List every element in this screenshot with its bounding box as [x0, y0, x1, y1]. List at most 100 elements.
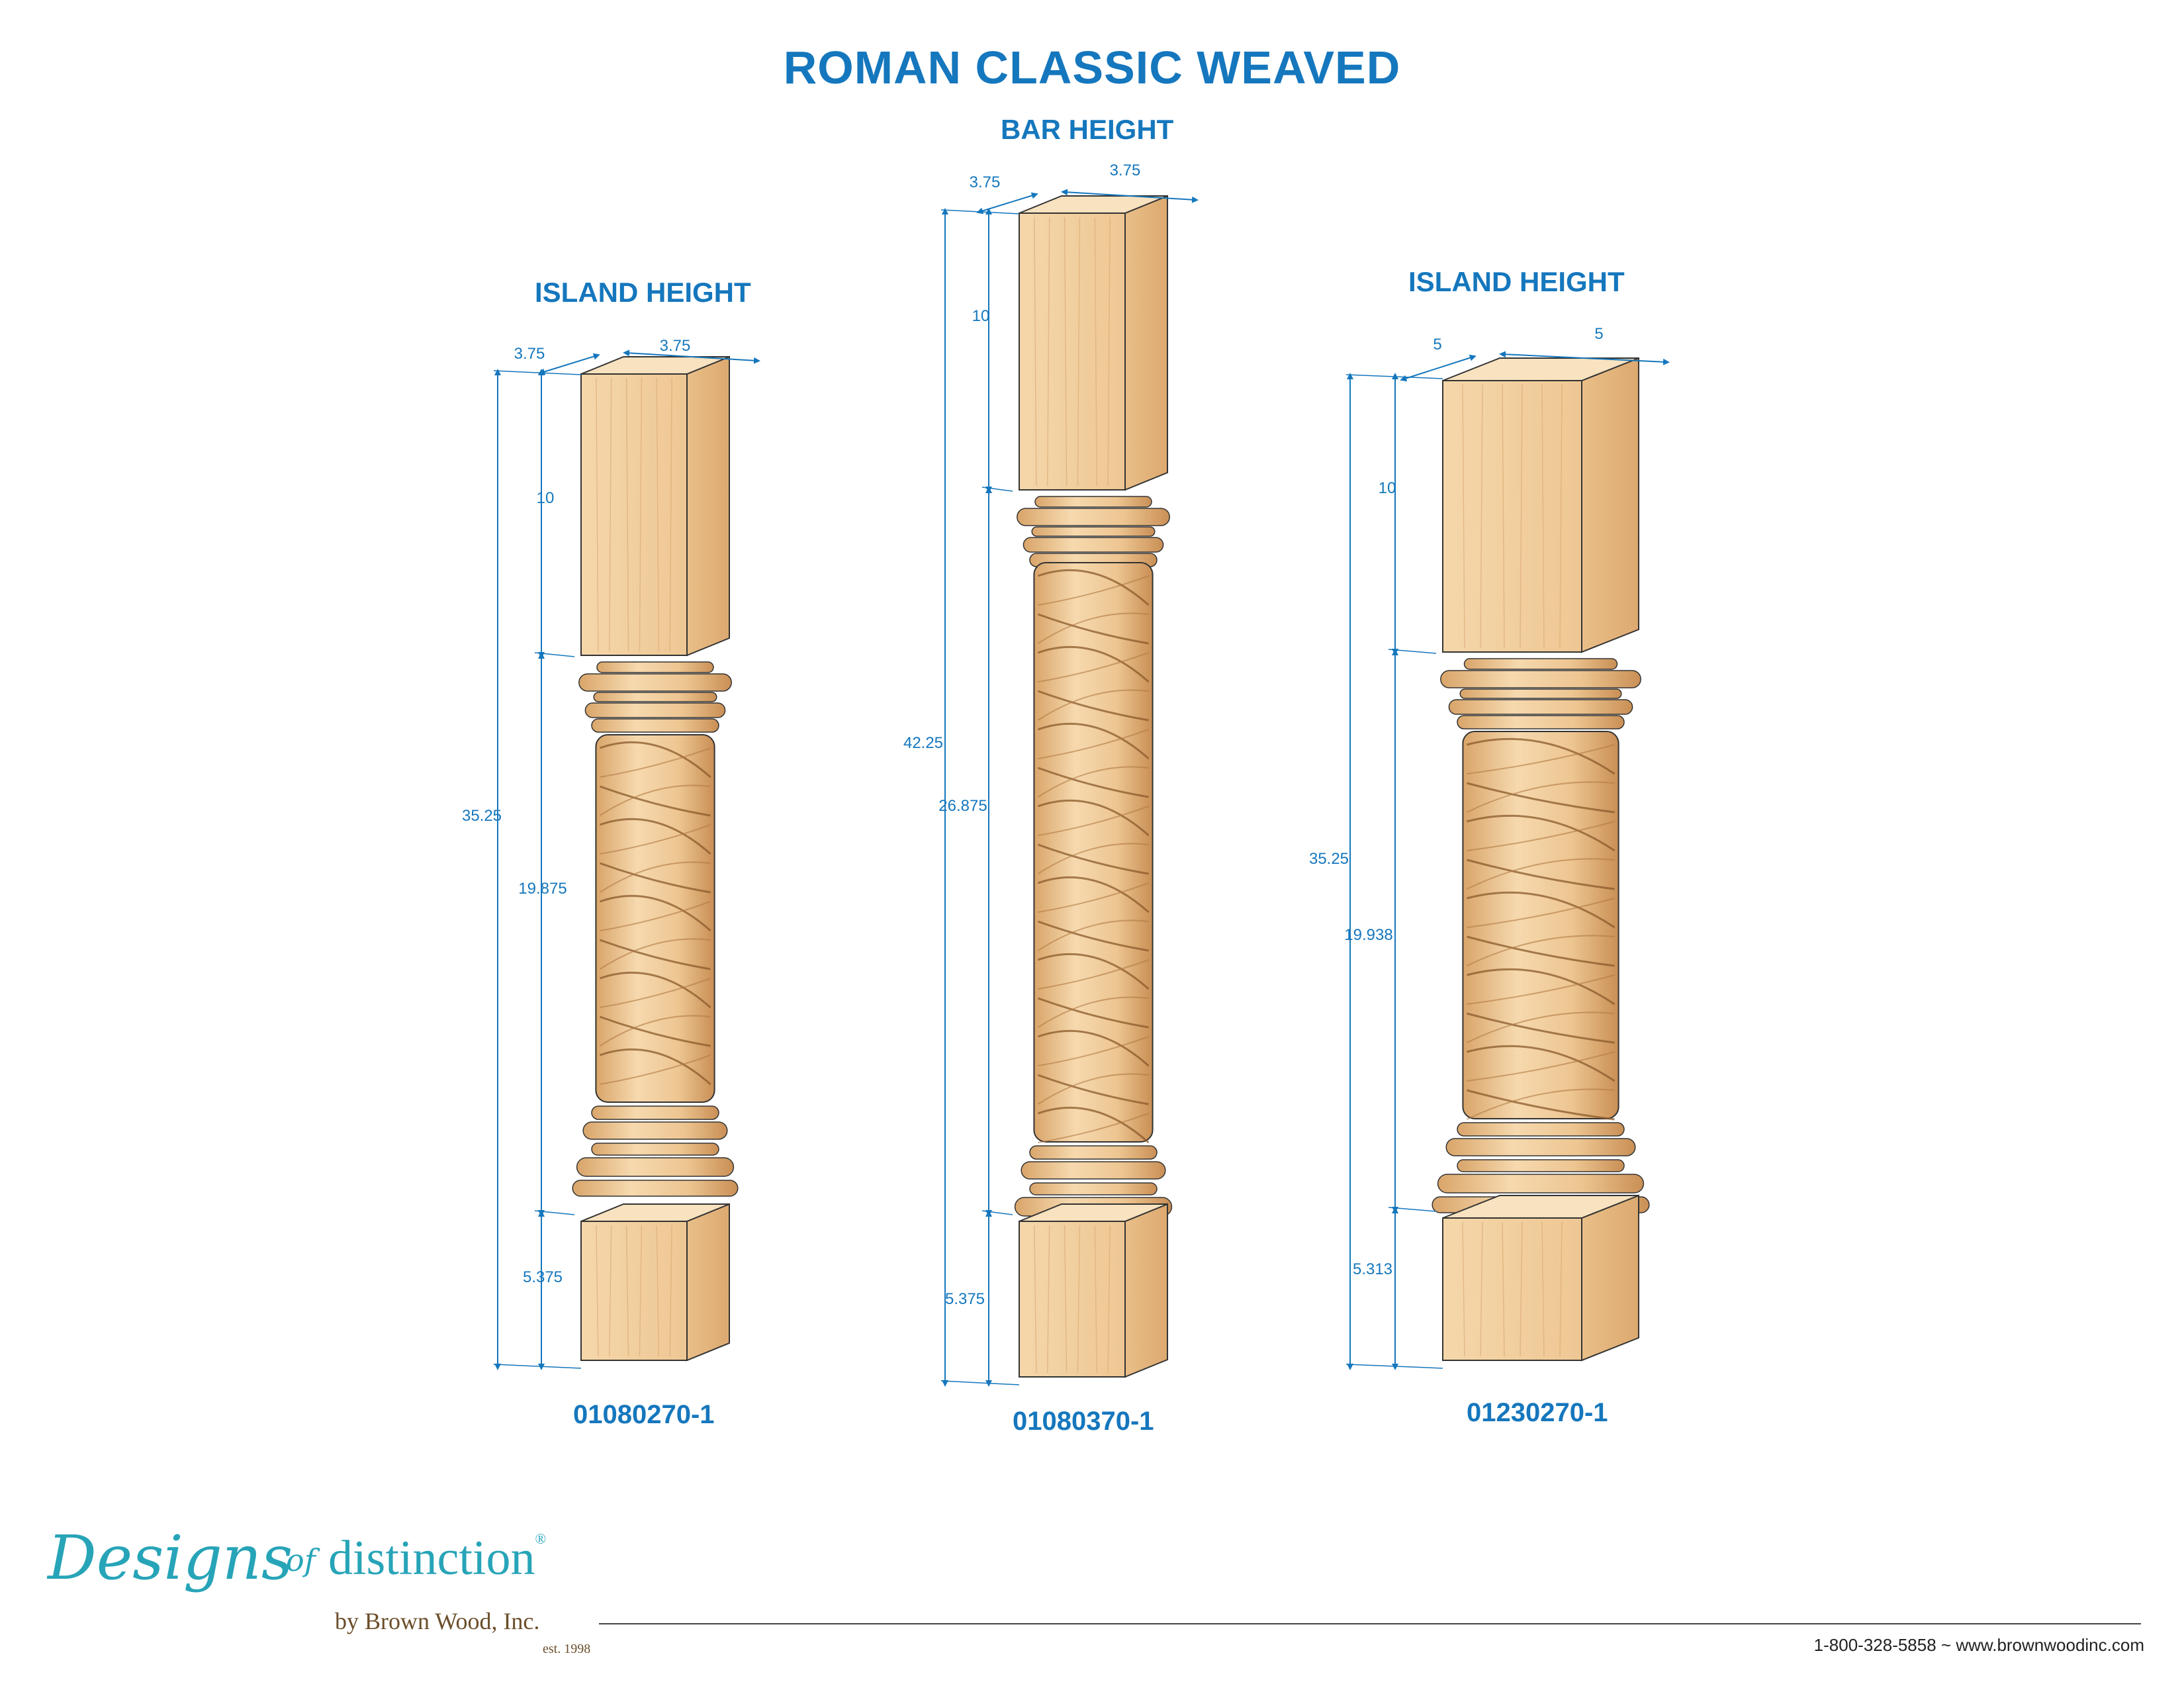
- post-3-bottom-block-grain: [1480, 1221, 1483, 1357]
- post-1-weave-strand: [599, 785, 711, 817]
- post-2-weave-strand: [1038, 882, 1149, 913]
- post-1-top-block-grain: [596, 377, 599, 652]
- post-2-weave-strand: [1037, 799, 1150, 837]
- post-1-top-block-grain: [669, 377, 672, 652]
- post-1-bottom-block-grain: [656, 1225, 660, 1357]
- post-1-top-block-grain: [608, 377, 612, 652]
- post-3-width-left-label: 5: [1433, 336, 1441, 353]
- post-3-bottom-block-grain: [1462, 1221, 1465, 1357]
- post-2-bottom-block-grain: [1094, 1225, 1098, 1374]
- post-3-top-block-grain: [1520, 384, 1523, 649]
- post-1-extension-line: [493, 370, 582, 375]
- post-2-bottom-block-grain: [1064, 1225, 1068, 1374]
- post-1-bottom-block-grain: [608, 1225, 612, 1357]
- post-3-upper-ring: [1448, 699, 1633, 715]
- post-2-weave-strand: [1037, 1029, 1150, 1067]
- post-2-weave-strand: [1037, 722, 1150, 760]
- post-2-upper-ring: [1017, 508, 1170, 526]
- post-1-upper-ring: [591, 718, 719, 733]
- post-2-top-block-grain: [1077, 216, 1081, 487]
- post-2-weave-strand: [1037, 569, 1150, 606]
- post-1-weave-strand: [599, 784, 711, 816]
- post-1-turned-section-label: 19.875: [518, 880, 567, 898]
- post-2-turned-section-label: 26.875: [938, 797, 987, 815]
- post-3-weave-strand: [1467, 744, 1615, 774]
- post-3-lower-ring: [1445, 1138, 1636, 1156]
- post-1-upper-ring: [596, 661, 714, 673]
- post-3-extension-line: [1345, 1364, 1443, 1369]
- post-3-top-block-grain: [1462, 384, 1465, 649]
- post-2-width-right-label: 3.75: [1110, 162, 1141, 179]
- post-3-overall-height-label: 35.25: [1309, 850, 1349, 868]
- post-2-weave-strand: [1038, 806, 1149, 836]
- post-2-upper-ring: [1031, 526, 1156, 537]
- brand-established: est. 1998: [543, 1642, 591, 1656]
- post-3-bottom-block-top: [1442, 1195, 1639, 1219]
- post-3-weave-strand: [1467, 1089, 1615, 1121]
- post-1-weave-strand: [600, 824, 711, 855]
- post-2-weave-strand: [1038, 959, 1149, 990]
- post-3-weave-strand: [1467, 1051, 1615, 1082]
- post-2-weave-strand: [1037, 1073, 1149, 1105]
- post-3-top-block-grain: [1541, 384, 1545, 649]
- post-1-weave-strand: [599, 862, 711, 894]
- post-1-weave-strand: [599, 971, 711, 1009]
- post-3-weave-strand: [1467, 1045, 1615, 1082]
- brand-of-text: of: [286, 1542, 316, 1578]
- post-1-weave-strand: [599, 1015, 711, 1047]
- post-2-weave-strand: [1037, 843, 1149, 875]
- post-2-extension-line: [940, 1380, 1020, 1385]
- post-1-bottom-block-top: [580, 1203, 730, 1222]
- post-1-weave-strand: [600, 747, 711, 778]
- post-2-weave-strand: [1037, 1106, 1150, 1144]
- post-2-bottom-block-label: 5.375: [945, 1290, 985, 1308]
- post-1-extension-line: [493, 1364, 582, 1369]
- post-2-weave-strand: [1037, 766, 1149, 798]
- post-1-top-block-side: [686, 355, 730, 657]
- post-3-weave-strand: [1466, 935, 1615, 966]
- post-2-bottom-block-grain: [1077, 1225, 1081, 1374]
- post-1-top-block: [580, 355, 730, 657]
- post-3-bottom-block-label: 5.313: [1353, 1260, 1392, 1278]
- post-2-top-block: [1019, 195, 1168, 491]
- post-1-weave-strand: [599, 939, 711, 970]
- post-2-heading: BAR HEIGHT: [1001, 114, 1174, 145]
- post-3-bottom-block-grain: [1520, 1221, 1523, 1357]
- post-1-lower-ring: [591, 1143, 719, 1156]
- post-1-overall-height-label: 35.25: [462, 807, 502, 825]
- post-2-bottom-block-grain: [1034, 1225, 1037, 1374]
- post-2-top-block-grain: [1064, 216, 1068, 487]
- post-2-bottom-block-front: [1019, 1221, 1126, 1378]
- post-3-bottom-block: [1442, 1194, 1639, 1362]
- post-1-extension-line: [534, 652, 575, 657]
- post-3-weave-strand: [1467, 821, 1615, 851]
- post-2-bottom-block-top: [1019, 1203, 1168, 1222]
- post-2-extension-line: [981, 487, 1013, 492]
- post-2-weave-strand: [1037, 689, 1149, 721]
- post-2-bottom-block-grain: [1107, 1225, 1111, 1374]
- post-2-weave-strand: [1037, 876, 1150, 914]
- post-3-lower-ring: [1457, 1159, 1625, 1172]
- post-2-top-block-grain: [1094, 216, 1098, 487]
- post-2-part-number: 01080370-1: [1013, 1407, 1154, 1436]
- post-3-top-block-grain: [1559, 384, 1563, 649]
- post-1-weave-strand: [600, 978, 711, 1008]
- post-3-width-right-label: 5: [1594, 325, 1603, 343]
- post-3-bottom-block-grain: [1559, 1221, 1563, 1357]
- post-3-lower-ring: [1457, 1122, 1625, 1137]
- post-1-width-right-label: 3.75: [660, 337, 691, 355]
- post-1-top-block-grain: [625, 377, 629, 652]
- post-1-bottom-block-grain: [625, 1225, 629, 1357]
- post-1-bottom-block-grain: [639, 1225, 643, 1357]
- post-2-lower-ring: [1029, 1145, 1158, 1160]
- post-3-weave-strand: [1467, 968, 1615, 1006]
- post-3-illustration: [1432, 357, 1650, 1362]
- post-1-bottom-block: [580, 1203, 730, 1362]
- post-3-upper-ring: [1459, 688, 1622, 699]
- post-3-weave-strand: [1467, 814, 1615, 852]
- post-1-lower-ring: [582, 1121, 728, 1140]
- post-3-weave-strand: [1466, 1088, 1615, 1120]
- registered-mark: ®: [535, 1530, 547, 1547]
- post-3-bottom-block-front: [1442, 1217, 1582, 1361]
- post-2-width-right-dim: [1061, 189, 1199, 203]
